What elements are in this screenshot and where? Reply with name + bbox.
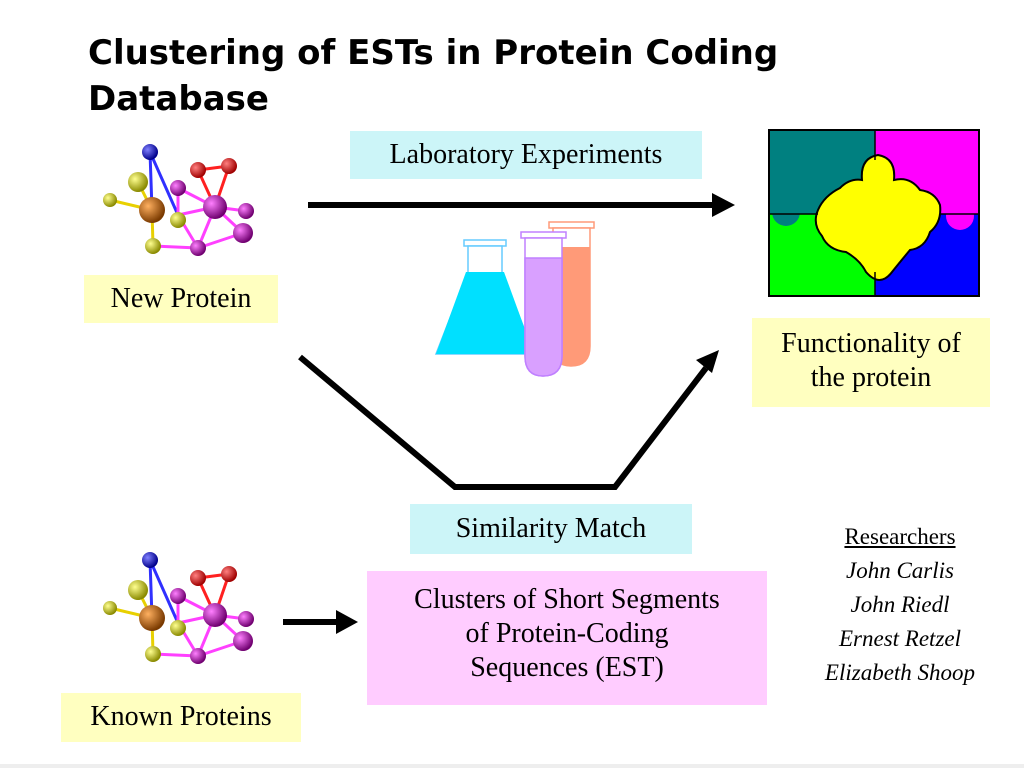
researchers-list: Researchers John Carlis John Riedl Ernes… xyxy=(800,520,1000,690)
lab-experiments-label: Laboratory Experiments xyxy=(350,131,702,179)
researcher-name: John Riedl xyxy=(850,592,950,617)
molecule-icon xyxy=(101,550,256,666)
arrow-icon xyxy=(308,193,735,217)
arrow-icon xyxy=(298,350,719,490)
puzzle-icon xyxy=(768,129,980,297)
clusters-label: Clusters of Short Segments of Protein-Co… xyxy=(367,571,767,705)
functionality-line: the protein xyxy=(810,362,932,393)
slide-title: Clustering of ESTs in Protein Coding Dat… xyxy=(88,33,779,119)
clusters-line: Clusters of Short Segments xyxy=(414,584,720,615)
researcher-name: John Carlis xyxy=(846,558,954,583)
researcher-name: Elizabeth Shoop xyxy=(824,660,976,685)
flask-icon xyxy=(434,239,536,355)
arrow-icon xyxy=(283,610,358,634)
functionality-label: Functionality of the protein xyxy=(752,318,990,407)
clusters-line: Sequences (EST) xyxy=(470,652,664,683)
test-tube-icon xyxy=(520,231,567,377)
functionality-line: Functionality of xyxy=(781,328,961,359)
researchers-heading: Researchers xyxy=(844,524,956,549)
clusters-line: of Protein-Coding xyxy=(465,618,669,649)
known-proteins-label: Known Proteins xyxy=(61,693,301,742)
similarity-match-label: Similarity Match xyxy=(410,504,692,554)
new-protein-label: New Protein xyxy=(84,275,278,323)
footer-divider xyxy=(0,764,1024,768)
researcher-name: Ernest Retzel xyxy=(839,626,961,651)
molecule-icon xyxy=(101,142,256,258)
